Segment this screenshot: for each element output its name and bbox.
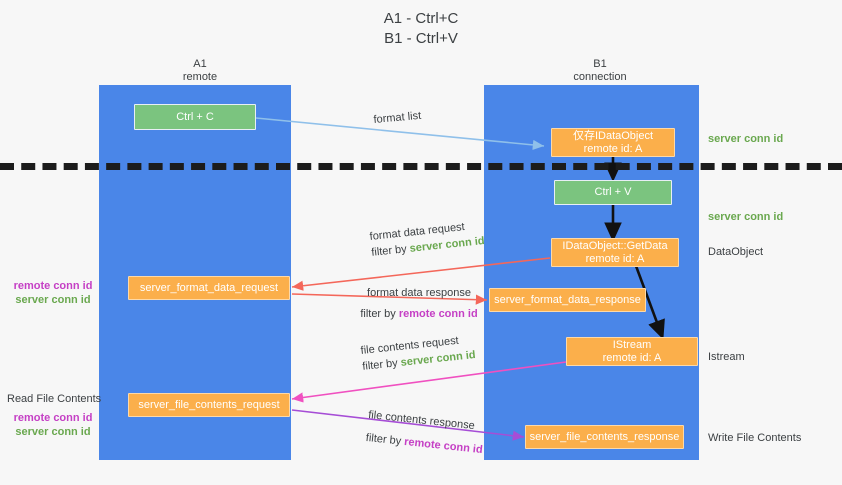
- edge-getdata-to-istream: [634, 265, 665, 340]
- side-label-server-conn-id-2: server conn id: [15, 426, 91, 438]
- phase-divider: [0, 163, 842, 170]
- edge-format-data-request: [291, 257, 551, 291]
- lane-header-a1: A1 remote: [140, 58, 260, 84]
- side-label-dataobject: DataObject: [708, 246, 764, 258]
- box-server-format-data-response-label: server_format_data_response: [494, 293, 641, 306]
- edge-format-list: [255, 117, 545, 151]
- title-line-1: A1 - Ctrl+C: [383, 10, 459, 27]
- box-ctrl-c-label: Ctrl + C: [176, 110, 214, 123]
- box-idataobject-getdata[interactable]: IDataObject::GetData remote id: A: [551, 238, 679, 267]
- lane-header-b1: B1 connection: [540, 58, 660, 84]
- box-server-format-data-request[interactable]: server_format_data_request: [128, 276, 290, 300]
- side-label-conn-ids-bottom: remote conn id server conn id: [8, 411, 98, 439]
- side-label-read-file-contents: Read File Contents: [7, 393, 102, 405]
- box-idataobject[interactable]: 仅存IDataObject remote id: A: [551, 128, 675, 157]
- box-server-file-contents-response-label: server_file_contents_response: [529, 430, 680, 443]
- box-server-file-contents-response[interactable]: server_file_contents_response: [525, 425, 684, 449]
- filter-by-text-1: filter by: [370, 242, 411, 259]
- edge-label-format-data-response: format data response: [367, 287, 471, 299]
- remote-conn-id-text-1: remote conn id: [398, 308, 478, 320]
- box-ctrl-v-label: Ctrl + V: [594, 186, 632, 198]
- box-ctrl-v[interactable]: Ctrl + V: [554, 180, 672, 205]
- edge-label-format-data-response-group: format data response filter by remote co…: [339, 286, 499, 321]
- box-idataobject-sub: remote id: A: [583, 142, 643, 155]
- box-idataobject-title: 仅存IDataObject: [572, 129, 654, 142]
- box-server-file-contents-request-label: server_file_contents_request: [138, 398, 280, 411]
- lane-a1-sub: remote: [182, 71, 218, 83]
- box-ctrl-c[interactable]: Ctrl + C: [134, 104, 256, 130]
- title-line-2: B1 - Ctrl+V: [384, 30, 458, 47]
- edge-file-contents-response: [291, 409, 525, 441]
- side-label-server-conn-id-1: server conn id: [15, 294, 91, 306]
- lane-a1-name: A1: [193, 58, 207, 70]
- box-server-file-contents-request[interactable]: server_file_contents_request: [128, 393, 290, 417]
- lane-b1-name: B1: [593, 58, 607, 70]
- side-label-server-conn-id-top: server conn id: [708, 133, 784, 145]
- side-label-server-conn-id-mid: server conn id: [708, 211, 784, 223]
- diagram-title: A1 - Ctrl+C B1 - Ctrl+V: [0, 9, 842, 49]
- box-getdata-title: IDataObject::GetData: [562, 239, 668, 252]
- box-istream[interactable]: IStream remote id: A: [566, 337, 698, 366]
- box-istream-title: IStream: [612, 338, 652, 351]
- edge-label-format-data-response-filter: filter by remote conn id: [339, 307, 499, 321]
- filter-by-text-3: filter by: [361, 356, 402, 373]
- lane-b1-sub: connection: [573, 71, 627, 83]
- filter-by-text-2: filter by: [360, 308, 399, 320]
- box-istream-sub: remote id: A: [602, 351, 662, 364]
- side-label-istream: Istream: [708, 351, 745, 363]
- side-label-remote-conn-id-1: remote conn id: [13, 280, 93, 292]
- box-server-format-data-response[interactable]: server_format_data_response: [489, 288, 646, 312]
- side-label-conn-ids-top: remote conn id server conn id: [8, 279, 98, 307]
- filter-by-text-4: filter by: [365, 431, 405, 448]
- box-getdata-sub: remote id: A: [585, 252, 645, 265]
- box-server-format-data-request-label: server_format_data_request: [139, 281, 279, 294]
- edge-format-data-response: [291, 293, 488, 305]
- side-label-write-file-contents: Write File Contents: [708, 432, 802, 444]
- edge-file-contents-request: [291, 361, 567, 403]
- side-label-remote-conn-id-2: remote conn id: [13, 412, 93, 424]
